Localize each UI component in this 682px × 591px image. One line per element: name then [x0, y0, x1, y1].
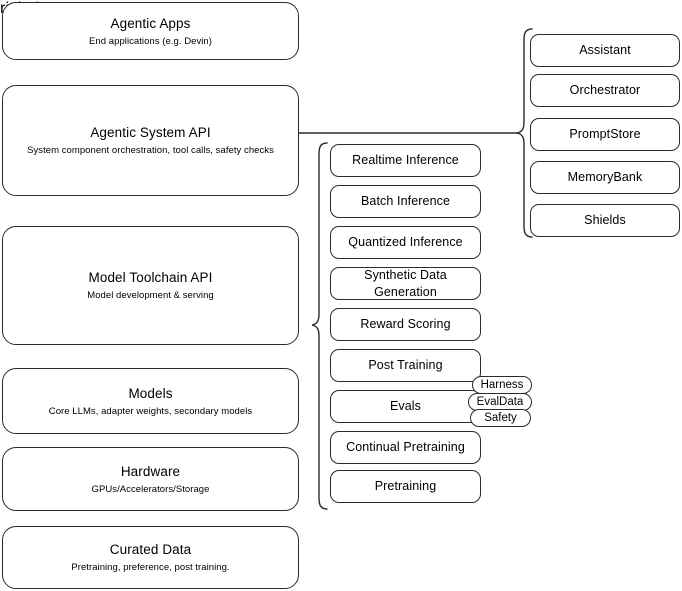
- layer-title: Hardware: [120, 463, 181, 479]
- layer-subtitle: Model development & serving: [87, 290, 214, 301]
- system-component-promptstore[interactable]: PromptStore: [530, 118, 680, 151]
- toolchain-item-label: Continual Pretraining: [346, 440, 465, 454]
- layer-title: Agentic Apps: [110, 15, 191, 31]
- layer-title: Model Toolchain API: [88, 270, 213, 285]
- toolchain-item-pretraining[interactable]: Pretraining: [330, 470, 481, 503]
- evals-pill-label: EvalData: [476, 396, 524, 408]
- curly-brace-toolchain-items: [307, 140, 329, 516]
- layer-box-curated-data[interactable]: Curated Data Pretraining, preference, po…: [2, 526, 299, 589]
- layer-subtitle: System component orchestration, tool cal…: [27, 145, 274, 156]
- system-component-label: MemoryBank: [567, 170, 643, 184]
- layer-title: Models: [128, 385, 173, 401]
- toolchain-item-label: Batch Inference: [360, 194, 451, 208]
- evals-pill-label: Safety: [484, 412, 517, 424]
- toolchain-item-label: Quantized Inference: [348, 235, 463, 249]
- toolchain-item-label: Realtime Inference: [352, 153, 459, 167]
- layer-subtitle: End applications (e.g. Devin): [89, 35, 212, 47]
- system-component-memorybank[interactable]: MemoryBank: [530, 161, 680, 194]
- layer-box-agentic-system-api[interactable]: Agentic System API System component orch…: [2, 85, 299, 196]
- layer-title: Agentic System API: [90, 125, 211, 140]
- toolchain-item-reward-scoring[interactable]: Reward Scoring: [330, 308, 481, 341]
- toolchain-item-continual-pretraining[interactable]: Continual Pretraining: [330, 431, 481, 464]
- toolchain-item-realtime-inference[interactable]: Realtime Inference: [330, 144, 481, 177]
- toolchain-item-batch-inference[interactable]: Batch Inference: [330, 185, 481, 218]
- evals-pill-harness[interactable]: Harness: [472, 376, 532, 394]
- layer-subtitle: GPUs/Accelerators/Storage: [91, 483, 210, 495]
- system-component-label: PromptStore: [569, 127, 641, 141]
- system-component-orchestrator[interactable]: Orchestrator: [530, 74, 680, 107]
- layer-title: Curated Data: [109, 542, 192, 557]
- layer-box-models[interactable]: Models Core LLMs, adapter weights, secon…: [2, 368, 299, 434]
- system-component-shields[interactable]: Shields: [530, 204, 680, 237]
- toolchain-item-label: Synthetic Data Generation: [364, 267, 447, 299]
- layer-subtitle: Pretraining, preference, post training.: [71, 562, 230, 573]
- toolchain-item-evals[interactable]: Evals: [330, 390, 481, 423]
- layer-subtitle: Core LLMs, adapter weights, secondary mo…: [48, 405, 253, 417]
- evals-pill-evaldata[interactable]: EvalData: [468, 393, 532, 411]
- system-component-label: Shields: [584, 213, 626, 227]
- system-component-label: Assistant: [579, 43, 631, 57]
- toolchain-item-label: Pretraining: [374, 479, 437, 493]
- evals-pill-safety[interactable]: Safety: [470, 409, 531, 427]
- layer-box-agentic-apps[interactable]: Agentic Apps End applications (e.g. Devi…: [2, 2, 299, 60]
- system-component-assistant[interactable]: Assistant: [530, 34, 680, 67]
- connector-line-system-api-to-components: [299, 120, 521, 146]
- toolchain-item-label: Reward Scoring: [360, 317, 451, 331]
- evals-pill-label: Harness: [480, 379, 524, 391]
- toolchain-item-post-training[interactable]: Post Training: [330, 349, 481, 382]
- toolchain-item-quantized-inference[interactable]: Quantized Inference: [330, 226, 481, 259]
- toolchain-item-label: Evals: [389, 399, 422, 413]
- toolchain-item-synthetic-data-generation[interactable]: Synthetic Data Generation: [330, 267, 481, 300]
- toolchain-item-label: Post Training: [368, 358, 443, 372]
- layer-box-model-toolchain-api[interactable]: Model Toolchain API Model development & …: [2, 226, 299, 345]
- system-component-label: Orchestrator: [569, 83, 641, 97]
- layer-box-hardware[interactable]: Hardware GPUs/Accelerators/Storage: [2, 447, 299, 511]
